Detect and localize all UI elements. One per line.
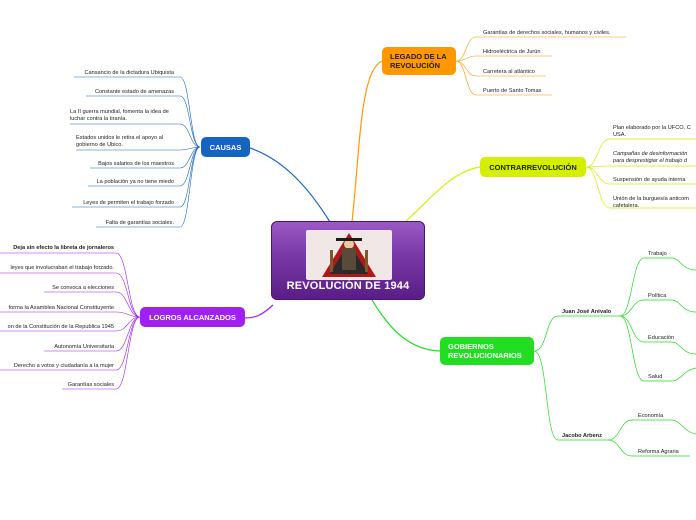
gobierno-arbenz[interactable]: Jacobo Arbenz [562,433,602,439]
legado-item[interactable]: Carretera al atlántico [483,69,535,75]
contra-item[interactable]: Plan elaborado por la UFCO, C USA. [613,125,691,138]
central-topic[interactable]: REVOLUCIÓN DE 1944 [271,221,425,300]
branch-logros-label: LOGROS ALCANZADOS [149,312,236,322]
gobierno-arevalo[interactable]: Juan José Arévalo [562,309,612,315]
legado-item[interactable]: Garantías de derechos sociales, humanos … [483,30,611,36]
branch-contrarrevolucion[interactable]: CONTRARREVOLUCIÓN [480,157,586,177]
causas-item[interactable]: Cansancio de la dictadura Ubiquista [84,70,174,76]
logros-item[interactable]: Deja sin efecto la libreta de jornaleros [13,245,114,251]
arevalo-area[interactable]: Trabajo [648,251,667,257]
logros-item[interactable]: forma la Asamblea Nacional Constituyente [8,305,114,311]
revolution-illustration [306,230,392,280]
contra-item[interactable]: Campañas de desinformación para desprest… [613,151,688,164]
logros-item[interactable]: leyes que involucraban el trabajo forzad… [10,265,114,271]
legado-item[interactable]: Hidroeléctrica de Jurún [483,49,541,55]
arevalo-area[interactable]: Educación [648,335,675,341]
arbenz-area[interactable]: Reforma Agraria [638,449,679,455]
branch-legado[interactable]: LEGADO DE LA REVOLUCIÓN [382,47,456,75]
causas-item[interactable]: Bajos salarios de los maestros [98,161,174,167]
arevalo-area[interactable]: Salud [648,374,663,380]
branch-gobiernos-label: GOBIERNOS REVOLUCIONARIOS [448,342,522,360]
contra-item[interactable]: Unión de la burguesía anticom cafetalera… [613,196,689,209]
logros-item[interactable]: Garantías sociales [67,382,114,388]
causas-item[interactable]: Leyes de permiten el trabajo forzado [83,200,174,206]
branch-legado-label: LEGADO DE LA REVOLUCIÓN [390,52,447,70]
branch-causas[interactable]: CAUSAS [201,137,250,157]
causas-item[interactable]: La población ya no tiene miedo [96,179,174,185]
logros-item[interactable]: Se convoca a elecciones [52,285,114,291]
branch-causas-label: CAUSAS [209,142,242,152]
contra-item[interactable]: Suspensión de ayuda interna [613,177,686,183]
logros-item[interactable]: Autonomía Universitaria [54,344,114,350]
causas-item[interactable]: Estados unidos le retira el apoyo al gob… [76,135,164,148]
causas-item[interactable]: Constante estado de amenazas [95,89,174,95]
logros-item[interactable]: Derecho a votos y ciudadanía a la mujer [13,363,114,369]
arevalo-area[interactable]: Política [648,293,667,299]
branch-contra-label: CONTRARREVOLUCIÓN [489,162,577,172]
legado-item[interactable]: Puerto de Santo Tomas [483,88,542,94]
branch-gobiernos[interactable]: GOBIERNOS REVOLUCIONARIOS [440,337,534,365]
arbenz-area[interactable]: Economía [638,413,664,419]
causas-item[interactable]: Falta de garantías sociales. [105,220,174,226]
central-topic-title: REVOLUCIÓN DE 1944 [286,280,410,292]
causas-item[interactable]: La II guerra mundial, fomenta la idea de… [70,109,169,122]
logros-item[interactable]: on de la Constitución de la Republica 19… [7,324,114,330]
branch-logros[interactable]: LOGROS ALCANZADOS [140,307,245,327]
